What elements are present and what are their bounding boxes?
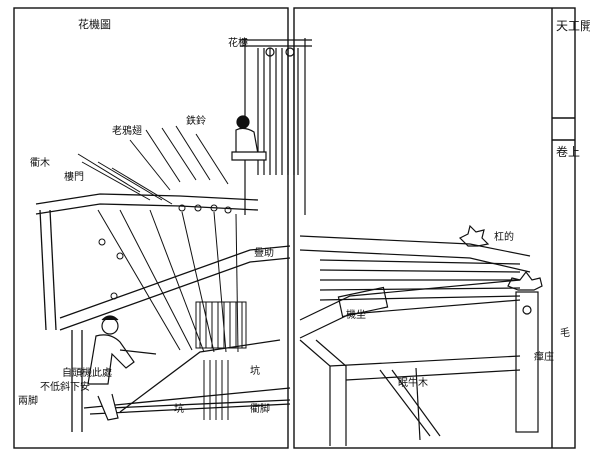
label-lou-men: 樓門	[64, 170, 84, 183]
draw-tower	[240, 38, 312, 215]
right-page-border	[293, 7, 576, 449]
label-qu-lao-chi: 老鴉翅	[112, 124, 142, 137]
loom-frame	[35, 193, 291, 432]
note-col-3: 兩脚	[18, 394, 38, 407]
warp-section	[299, 224, 543, 446]
note-col-1: 自頭機此處	[62, 366, 112, 379]
label-ping-zuo: 癉庄	[534, 350, 554, 363]
label-die-zhu: 疊助	[254, 246, 274, 259]
label-keng: 坑	[250, 364, 260, 377]
page-frame	[13, 7, 576, 449]
weaver-figure	[87, 315, 157, 421]
note-col-2: 不低斜下安	[40, 380, 90, 393]
label-gang: 杠的	[494, 230, 514, 243]
label-chu-mu: 衢木	[30, 157, 50, 169]
label-tie-ling: 鉄鈴	[186, 114, 206, 127]
side-margin: 天工開物 卷上 毛	[556, 19, 590, 339]
label-kui-jiao: 衢脚	[250, 402, 270, 415]
left-page-border	[13, 7, 289, 449]
label-ji-zuo: 機坐	[346, 308, 366, 321]
label-hua-lou: 花樓	[228, 36, 248, 49]
heddle-rods	[77, 125, 239, 353]
figure-title: 花機圖	[78, 17, 111, 31]
side-title: 天工開物	[556, 19, 590, 33]
side-small-char: 毛	[560, 327, 570, 339]
side-volume: 卷上	[556, 144, 580, 159]
label-mian-niu-mu: 眠牛木	[398, 376, 428, 389]
labels-layer: 花機圖 花樓 鉄鈴 老鴉翅 樓門 衢木 疊助 杠的 眠牛木 機坐 癉庄 坑 衢脚…	[18, 17, 554, 415]
draw-boy-figure	[231, 115, 267, 161]
label-shu-mu: 坑	[174, 402, 184, 415]
heddle-block	[195, 301, 247, 420]
